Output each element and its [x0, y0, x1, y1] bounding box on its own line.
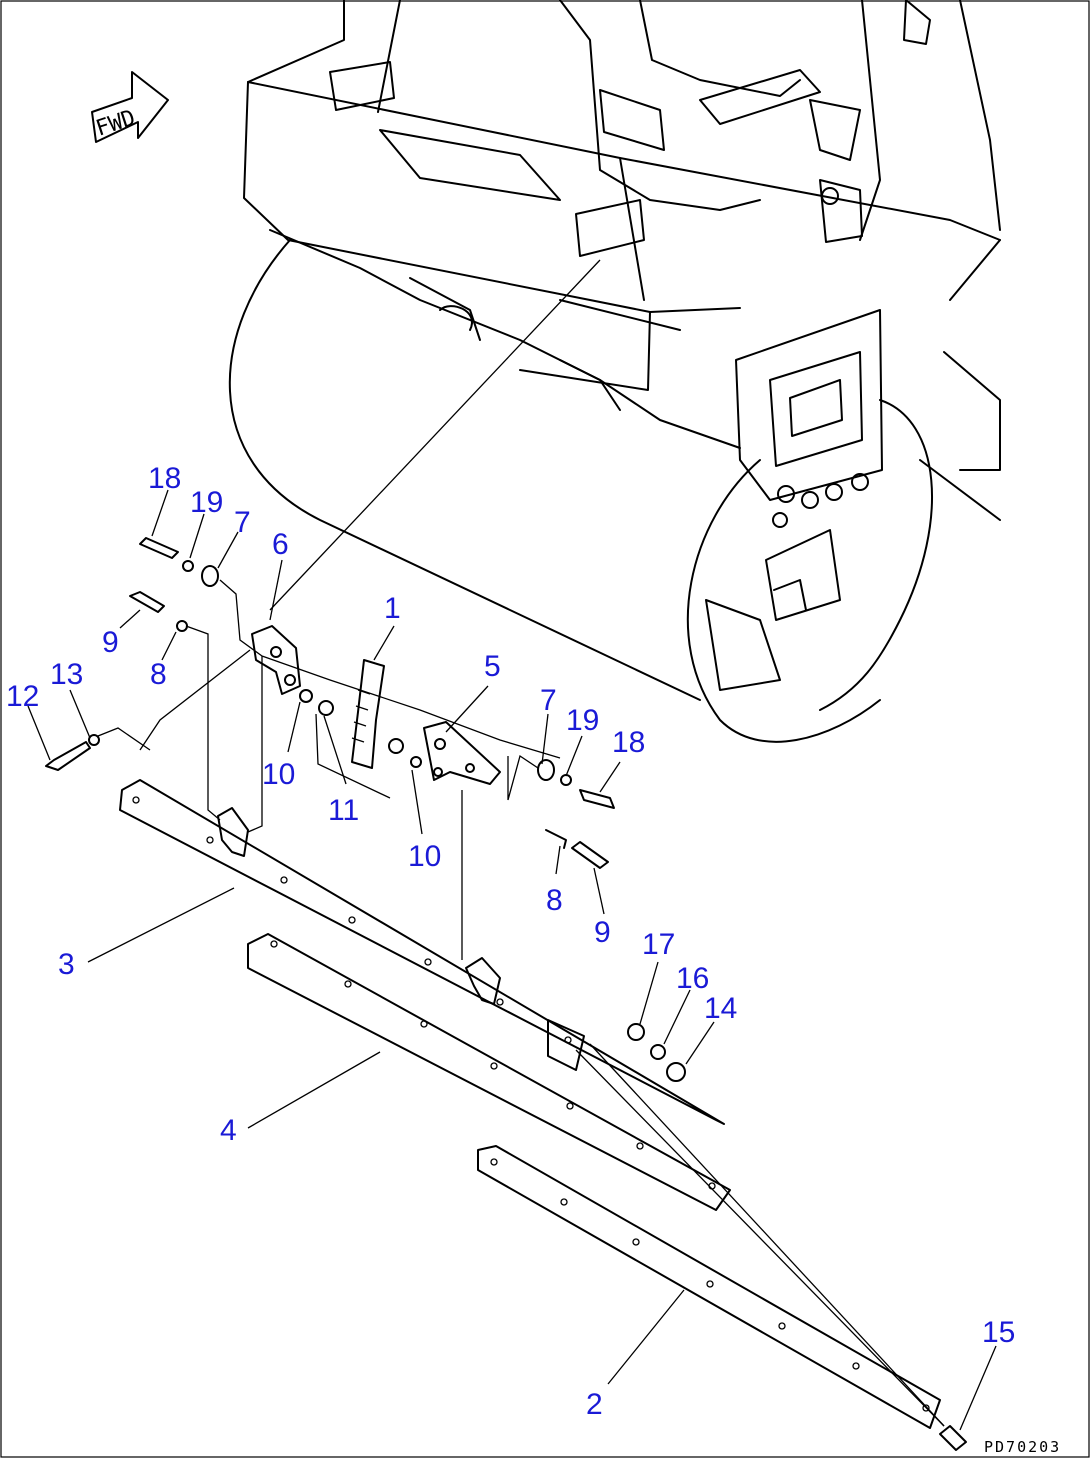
machine-body — [228, 0, 1001, 743]
callout-7-right: 7 — [540, 684, 557, 717]
callout-8: 8 — [150, 658, 167, 691]
fasteners — [45, 537, 967, 1451]
callout-11: 11 — [328, 794, 359, 827]
mounting-line — [261, 655, 561, 759]
callout-1: 1 — [384, 592, 401, 625]
strip-part-2 — [477, 1145, 941, 1429]
callout-6: 6 — [272, 528, 289, 561]
guide-line-lower-b — [589, 1043, 945, 1427]
callout-12: 12 — [6, 680, 39, 713]
callout-14: 14 — [704, 992, 737, 1025]
strip-part-4 — [247, 933, 731, 1211]
callout-16: 16 — [676, 962, 709, 995]
assembly-lines — [97, 579, 539, 960]
callout-labels: 1 2 3 4 5 6 7 8 9 10 11 12 13 14 15 16 1… — [6, 462, 1015, 1421]
plate-part-1 — [351, 659, 385, 769]
callout-10: 10 — [262, 758, 295, 791]
callout-3: 3 — [58, 948, 75, 981]
strip-part-3 — [119, 779, 725, 1125]
callout-18: 18 — [148, 462, 181, 495]
fwd-label: FWD — [93, 106, 139, 142]
bracket-part-6 — [251, 625, 301, 695]
drawing-code: PD70203 — [984, 1438, 1061, 1456]
callout-18-right: 18 — [612, 726, 645, 759]
callout-4: 4 — [220, 1114, 237, 1147]
callout-9-right: 9 — [594, 916, 611, 949]
callout-2: 2 — [586, 1388, 603, 1421]
callout-leaders — [27, 489, 997, 1431]
callout-19-right: 19 — [566, 704, 599, 737]
callout-19: 19 — [190, 486, 223, 519]
callout-17: 17 — [642, 928, 675, 961]
callout-13: 13 — [50, 658, 83, 691]
callout-7: 7 — [234, 506, 251, 539]
guide-line-upper — [269, 259, 601, 611]
bracket-part-5 — [423, 721, 501, 785]
guide-line-left — [139, 649, 251, 751]
callout-10-right: 10 — [408, 840, 441, 873]
fwd-arrow-icon: FWD — [91, 71, 169, 143]
callout-9: 9 — [102, 626, 119, 659]
callout-15: 15 — [982, 1316, 1015, 1349]
callout-8-right: 8 — [546, 884, 563, 917]
guide-line-lower-a — [575, 1049, 945, 1427]
callout-5: 5 — [484, 650, 501, 683]
